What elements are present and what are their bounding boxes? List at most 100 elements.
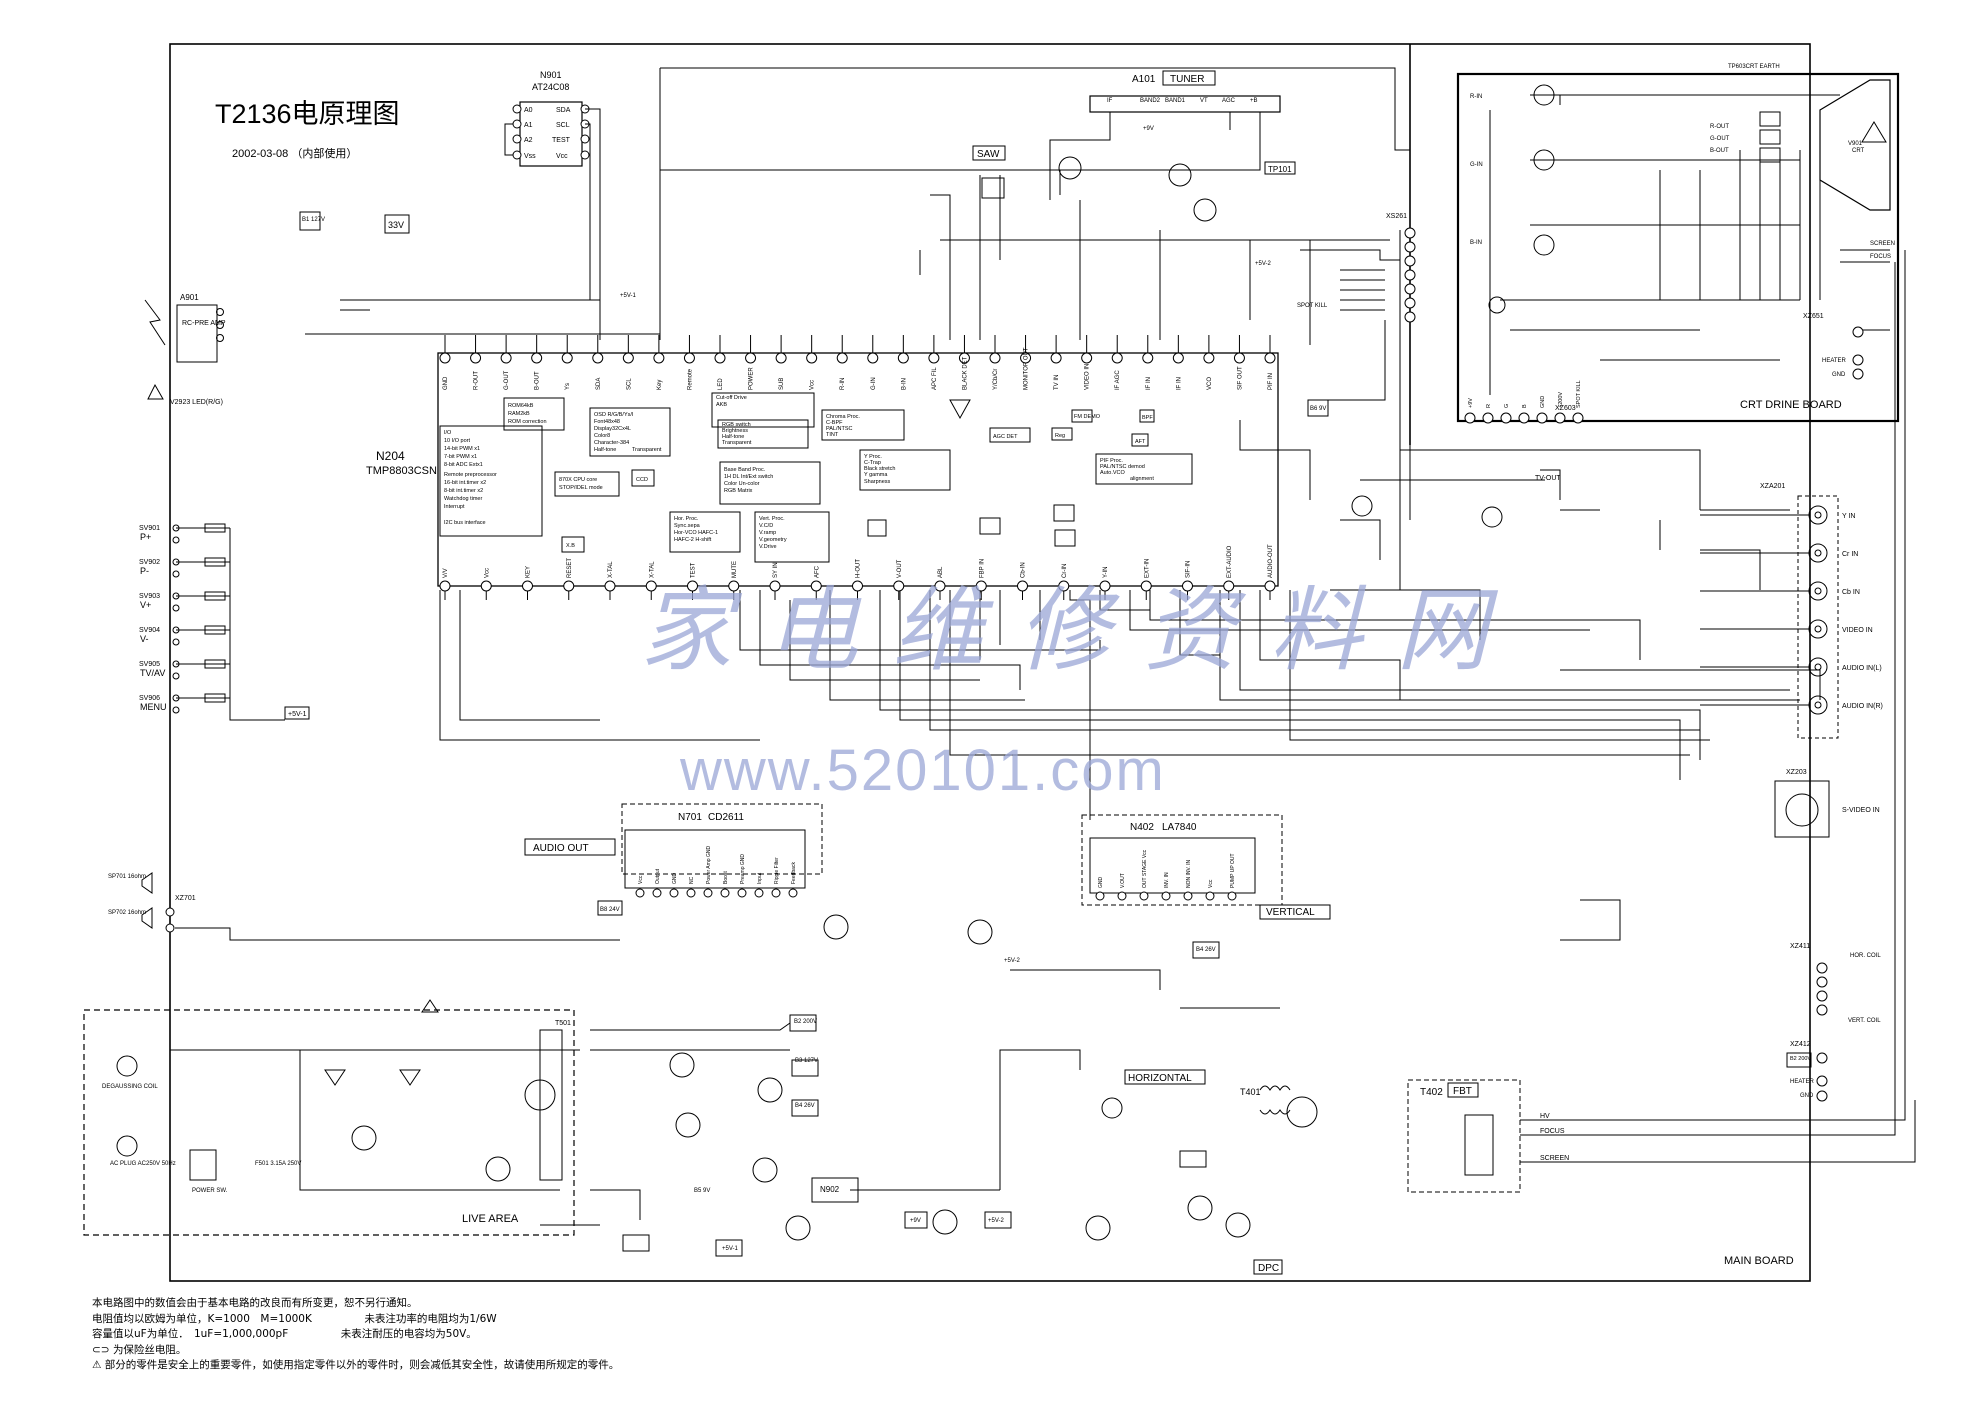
supply-5v2-mid: +5V-2 [1004,958,1021,964]
cpu-top-pin [806,352,818,364]
block-transparent: Transparent [722,440,752,446]
vertical-ic-pin-label: OUT STAGE Vcc [1142,849,1148,888]
vertical-ic-pin-label: Vcc [1208,879,1214,888]
signal-buses [305,67,1821,941]
supply-9v-top: +9V [1143,126,1154,132]
fbt-hv: HV [1540,1113,1550,1120]
key-ref: SV904 [139,627,160,634]
cpu-top-pin-label: Key [657,380,663,390]
block-vgeometry: V.geometry [759,537,787,543]
b2-label: B2 200V [1790,1056,1811,1062]
b6-supply: B6 9V [1307,399,1329,417]
key-ref: SV903 [139,593,160,600]
cpu-mem-3: ROM correction [508,419,547,425]
supply-33v-section: 33V B1 127V +5V-1 +9V +5V-2 [299,126,1272,299]
cpu-bottom-pin-label: H-OUT [856,559,862,578]
cpu-top-pin-label: R-OUT [474,371,480,390]
cpu-feature-7: 16-bit int.timer x2 [444,480,486,486]
cpu-bottom-pin-label: X-TAL [649,561,655,578]
cpu-top-pin-label: VCO [1207,377,1213,390]
t401-label: T401 [1240,1087,1261,1097]
horizontal-label: HORIZONTAL [1128,1073,1192,1084]
osd-6: Half-tone [594,447,616,453]
cpu-top-pin [1264,352,1276,364]
osd-4: Color8 [594,433,610,439]
av-input-label: AUDIO IN(R) [1842,703,1883,710]
b5-label: B5 9V [694,1188,710,1194]
audio-ic-pin-label: GND [672,873,678,885]
note-1: 本电路图中的数值会由于基本电路的改良而有所变更，恕不另行通知。 [92,1297,418,1309]
eeprom-part: AT24C08 [532,82,569,92]
av-input-label: Cr IN [1842,551,1858,558]
block-pal-ntsc-demod: PAL/NTSC demod [1100,464,1145,470]
heater-label-bottom: HEATER [1790,1079,1815,1085]
cpu-top-pin [1050,352,1062,364]
cpu-top-pin [989,352,1001,364]
crt-pin-r-out: R-OUT [1710,124,1729,130]
eeprom-pin-vcc: Vcc [556,153,568,160]
cpu-top-pin-label: Ys [565,383,571,390]
av-jack [1808,543,1828,563]
cpu-top-pin [1142,352,1154,364]
eeprom-pin-sda: SDA [556,107,571,114]
cpu-feature-8: 8-bit int.timer x2 [444,488,483,494]
n902-label: N902 [820,1185,840,1194]
cpu-bottom-pin [480,580,492,592]
key-label-2: V+ [140,600,151,610]
tuner-pin-agc: AGC [1222,98,1236,104]
cpu-top-pin [470,352,482,364]
eeprom-pin-a0: A0 [524,107,533,114]
eeprom-pin-test: TEST [552,137,571,144]
vertical-label: VERTICAL [1266,907,1315,918]
note-2: 电阻值均以欧姆为单位，K=1000 M=1000K 未表注功率的电阻均为1/6W [92,1312,497,1325]
cpu-top-pin [714,352,726,364]
cpu-bottom-pin-label: Y-IN [1103,567,1109,578]
block-halftone: Half-tone [722,434,744,440]
osd-7: Transparent [632,447,662,453]
cpu-top-pin-label: TV IN [1054,375,1060,390]
xz701-label: XZ701 [175,895,196,902]
block-tint: TINT [826,432,839,438]
cpu-top-pin-label: PIF IN [1268,373,1274,390]
date-label: 2002-03-08 （内部使用） [232,146,357,160]
cpu-bottom-pin [522,580,533,592]
cpu-bottom-pin-label: EXT-IN [1144,559,1150,578]
remote-ref: A901 [180,293,199,302]
cpu-feature-4: 7-bit PWM x1 [444,454,477,460]
cpu-top-pin [1233,352,1245,364]
block-baseband: Base Band Proc. [724,467,766,473]
note-3: 容量值以uF为单位． 1uF=1,000,000pF 未表注耐压的电容均为50V… [92,1328,477,1340]
crt-board-label: CRT DRINE BOARD [1740,399,1842,411]
vertical-ic-pin-label: INV. IN [1164,872,1170,888]
cpu-bottom-pin-label: EXT-AUDIO [1227,545,1233,578]
block-rgb-matrix: RGB Matrix [724,488,753,494]
cpu-bottom-pin-label: AUDIO-OUT [1268,544,1274,578]
osd-1: OSD R/G/B/Ys/I [594,412,634,418]
crt-pin-g-in: G-IN [1470,162,1483,168]
xz603-pin-label: G [1504,404,1510,408]
vertical-ic-ref: N402 [1130,822,1154,833]
supply-5v1-bottom: +5V-1 [722,1246,739,1252]
cpu-feature-9: Watchdog timer [444,496,482,502]
cpu-bottom-pin-label: MUTE [732,561,738,578]
block-vcd: V.C/D [759,523,773,529]
fbt-section: T402 FBT HV FOCUS SCREEN [1407,250,1916,1193]
block-1hdl: 1H DL Int/Ext switch [724,474,773,480]
block-hor-proc: Hor. Proc. [674,516,699,522]
block-chroma: Chroma Proc. [826,414,860,420]
av-jack [1808,505,1828,525]
xz603-pin-label: GND [1540,396,1546,408]
block-vdrive: V.Drive [759,544,777,550]
tuner-block: A101 TUNER IF BAND2 BAND1 VT AGC +B SAW … [972,70,1296,260]
crt-pin-b-out: B-OUT [1710,148,1729,154]
block-brightness: Brightness [722,428,748,434]
supply-5v1-top: +5V-1 [620,293,637,299]
tuner-pin-if: IF [1107,98,1113,104]
cpu-top-pin [775,352,787,364]
block-stop-mode: STOP/IDEL mode [559,485,603,491]
block-agc-det: AGC DET [993,434,1018,440]
cpu-top-pin [1172,352,1184,364]
eeprom-pin-a1: A1 [524,122,533,129]
